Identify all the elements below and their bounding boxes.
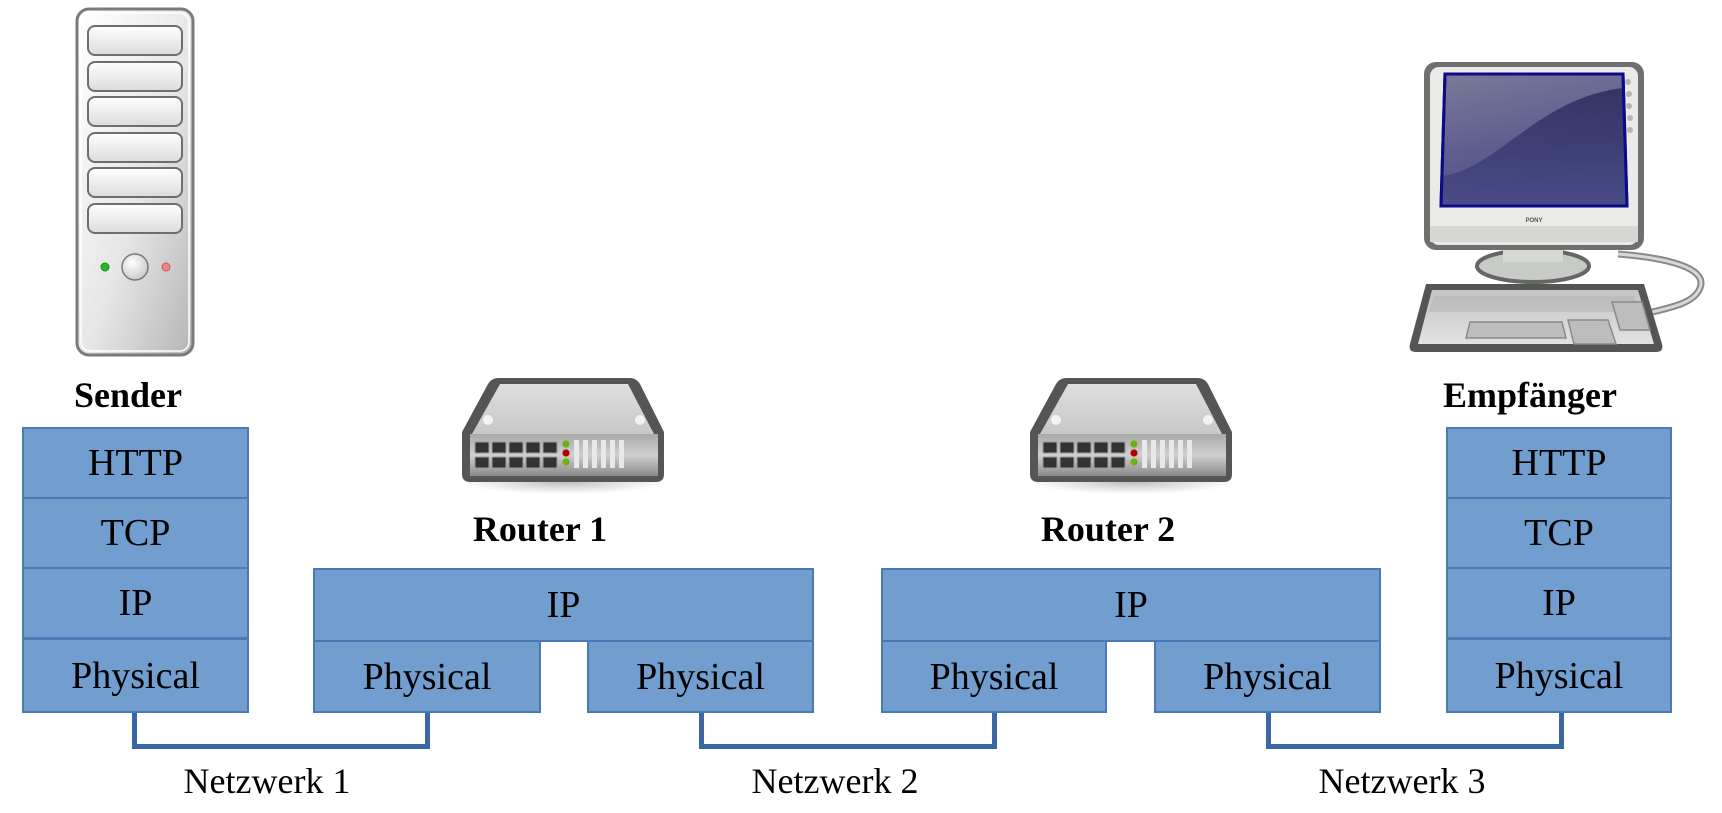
receiver-layer-tcp: TCP xyxy=(1446,497,1672,569)
sender-label: Sender xyxy=(74,375,182,415)
receiver-layer-ip: IP xyxy=(1446,567,1672,639)
desktop-computer-icon: PONY xyxy=(1409,62,1705,352)
network-2-label: Netzwerk 2 xyxy=(751,761,919,801)
sender-layer-http: HTTP xyxy=(22,427,249,499)
server-tower-icon xyxy=(75,7,195,357)
network-1-wire-bottom xyxy=(132,744,430,749)
router-2-layer-physical-right: Physical xyxy=(1154,640,1381,713)
network-3-wire-left xyxy=(1266,713,1271,749)
network-1-label: Netzwerk 1 xyxy=(183,761,351,801)
sender-layer-ip: IP xyxy=(22,567,249,639)
router-2-label: Router 2 xyxy=(1040,509,1176,549)
network-3-label: Netzwerk 3 xyxy=(1318,761,1486,801)
receiver-label: Empfänger xyxy=(1443,375,1617,415)
sender-layer-physical: Physical xyxy=(22,638,249,713)
network-2-wire-right xyxy=(992,713,997,749)
router-2-layer-ip: IP xyxy=(881,568,1381,642)
network-2-wire-left xyxy=(699,713,704,749)
router-1-layer-physical-left: Physical xyxy=(313,640,541,713)
network-3-wire-right xyxy=(1559,713,1564,749)
router-2-layer-physical-left: Physical xyxy=(881,640,1107,713)
network-2-wire-bottom xyxy=(699,744,997,749)
router-1-layer-ip: IP xyxy=(313,568,814,642)
sender-layer-tcp: TCP xyxy=(22,497,249,569)
router-1-label: Router 1 xyxy=(472,509,608,549)
receiver-layer-http: HTTP xyxy=(1446,427,1672,499)
receiver-layer-physical: Physical xyxy=(1446,638,1672,713)
network-3-wire-bottom xyxy=(1266,744,1564,749)
network-1-wire-right xyxy=(425,713,430,749)
monitor-brand-text: PONY xyxy=(1525,218,1542,224)
router-1-icon xyxy=(460,378,668,494)
router-2-icon xyxy=(1028,378,1236,494)
network-1-wire-left xyxy=(132,713,137,749)
router-1-layer-physical-right: Physical xyxy=(587,640,814,713)
